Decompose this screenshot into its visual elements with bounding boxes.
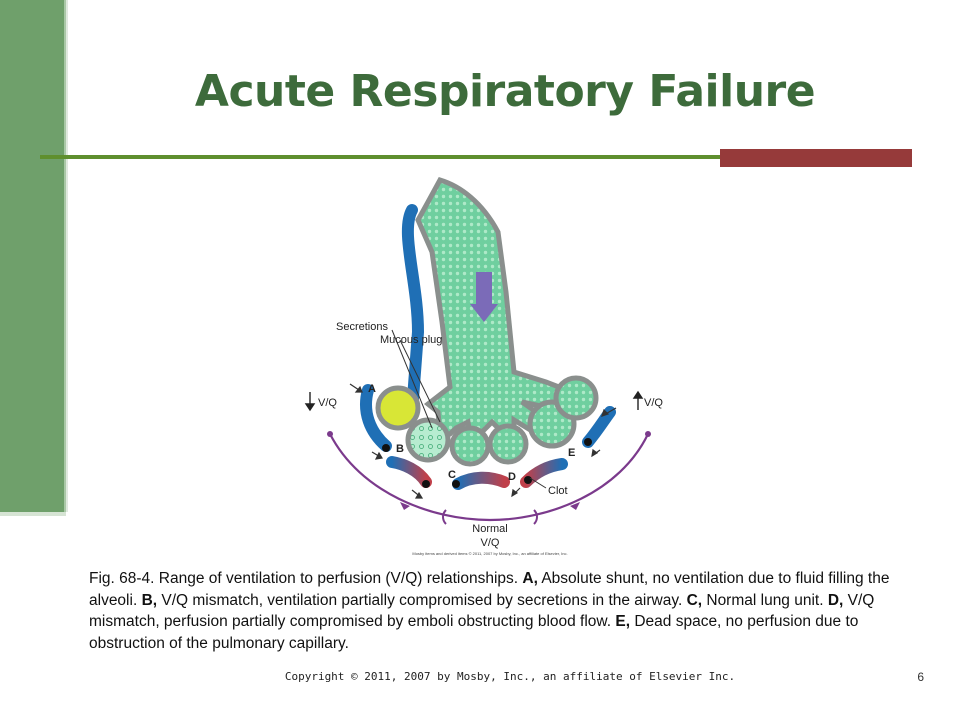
airflow-arrow <box>470 272 498 322</box>
vq-diagram: Secretions Mucous plug A B C D E Clot V/… <box>300 172 680 560</box>
caption-b-label: B, <box>141 591 158 609</box>
caption-a-label: A, <box>522 570 538 587</box>
label-vq-right: V/Q <box>644 397 663 409</box>
caption-c-text: Normal lung unit. <box>702 591 828 609</box>
caption-e-label: E, <box>615 613 631 630</box>
title-rule-green <box>40 155 912 159</box>
label-clot: Clot <box>548 485 568 497</box>
caption-b-text: V/Q mismatch, ventilation partially comp… <box>157 591 687 609</box>
side-accent-bar <box>0 0 64 512</box>
caption-d-text: V/Q mismatch, perfusion partially compro… <box>89 591 875 631</box>
label-e: E <box>568 447 575 459</box>
flow-arrows <box>349 383 617 499</box>
label-vq-left: V/Q <box>318 397 337 409</box>
circulation-arc <box>329 433 649 522</box>
label-leaders <box>391 329 547 489</box>
copyright-notice: Copyright © 2011, 2007 by Mosby, Inc., a… <box>284 670 736 683</box>
title-rule-red <box>720 149 912 167</box>
caption-c-label: C, <box>686 591 703 609</box>
label-b: B <box>396 443 404 455</box>
capillary-a <box>360 384 392 452</box>
label-normal: Normal <box>472 523 507 535</box>
label-a: A <box>368 383 376 395</box>
label-normal-vq: V/Q <box>481 537 500 549</box>
capillary-e <box>582 406 616 448</box>
caption-e-text: Dead space, no perfusion due to obstruct… <box>89 613 859 652</box>
alveolus-a-fluid <box>375 385 421 431</box>
capillary-b <box>386 456 432 488</box>
side-accent-bar-edge <box>0 512 66 516</box>
label-d: D <box>508 471 516 483</box>
caption-d-label: D, <box>827 591 844 609</box>
capillary-c <box>452 471 510 490</box>
left-vessel-upper <box>401 204 425 418</box>
caption-a-text: Absolute shunt, no ventilation due to fl… <box>89 570 890 609</box>
vq-left-arrow <box>304 392 316 412</box>
airway-tree <box>405 177 599 467</box>
label-secretions: Secretions <box>336 321 388 333</box>
vq-right-arrow <box>632 390 644 410</box>
label-c: C <box>448 469 456 481</box>
page-number: 6 <box>917 670 924 684</box>
caption-fig: Fig. 68-4. Range of ventilation to perfu… <box>89 570 523 587</box>
figure-credit: Mosby items and derived items © 2011, 20… <box>412 551 567 556</box>
figure-caption: Fig. 68-4. Range of ventilation to perfu… <box>89 568 909 654</box>
slide-title: Acute Respiratory Failure <box>194 66 816 117</box>
vessel-ends <box>382 438 592 488</box>
label-mucous-plug: Mucous plug <box>380 334 442 346</box>
